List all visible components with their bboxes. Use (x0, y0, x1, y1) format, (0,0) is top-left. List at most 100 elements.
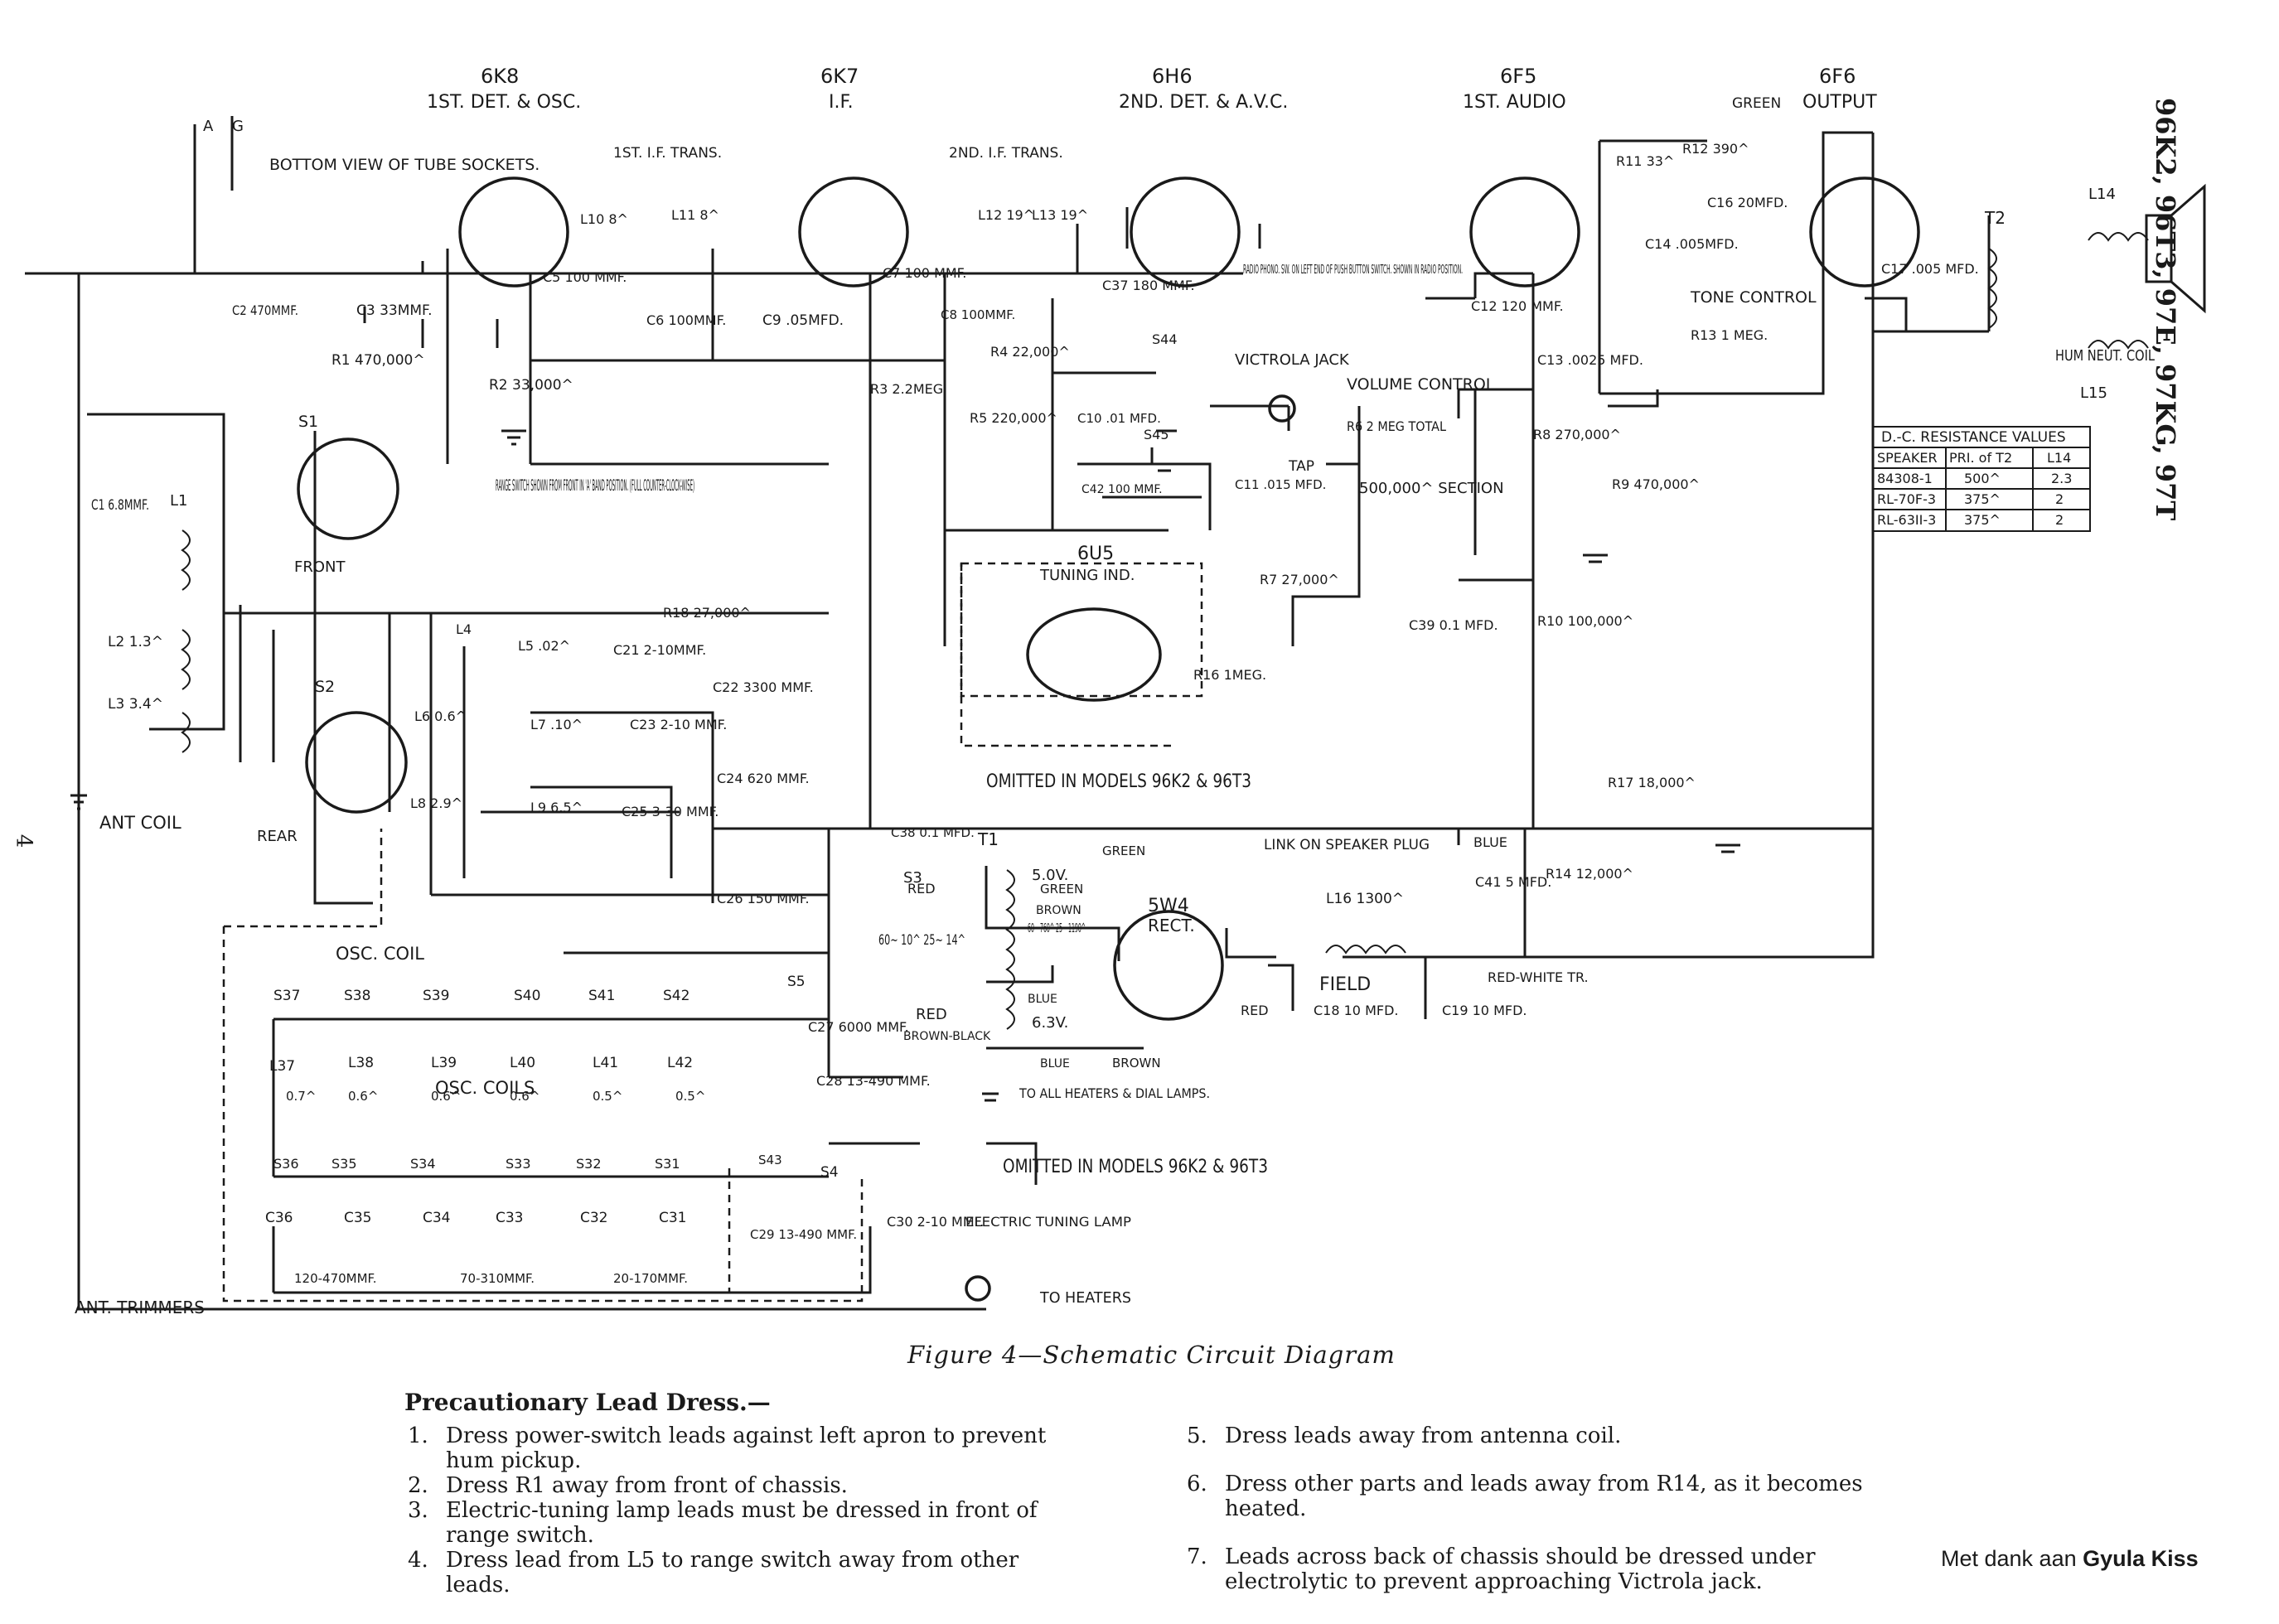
red-label-2: RED (916, 1006, 947, 1023)
table-cell: 84308-1 (1877, 471, 1933, 486)
omitted-note-1: OMITTED IN MODELS 96K2 & 96T3 (986, 771, 1251, 792)
table-cell: 2.3 (2051, 471, 2072, 486)
label-t1: T1 (977, 829, 999, 849)
label-c18: C18 10 MFD. (1314, 1003, 1398, 1018)
label-c29: C29 13-490 MMF. (750, 1227, 857, 1242)
note-number: 2. (408, 1473, 428, 1498)
tap-label: TAP (1288, 458, 1314, 475)
label-c14: C14 .005MFD. (1645, 236, 1739, 252)
blue-label-2: BLUE (1028, 993, 1057, 1006)
schematic-labels: 6K8 1ST. DET. & OSC. 6K7 I.F. 6H6 2ND. D… (75, 65, 2155, 1317)
note-number: 6. (1187, 1472, 1207, 1496)
label-c17: C17 .005 MFD. (1881, 261, 1979, 277)
label-r7: R7 27,000^ (1260, 572, 1339, 587)
green-label: GREEN (1732, 95, 1781, 112)
trimmer-cap-label: C36 (265, 1210, 293, 1226)
osc-coils-label: OSC. COILS (435, 1078, 535, 1098)
note-item: 1.Dress power-switch leads against left … (408, 1423, 1087, 1473)
label-s44: S44 (1152, 331, 1178, 347)
label-l12: L12 19^ (978, 207, 1034, 223)
brown-label-2: BROWN (1112, 1056, 1161, 1071)
trimmer-switch-label: S33 (506, 1156, 531, 1172)
label-c21: C21 2-10MMF. (613, 642, 706, 658)
table-cell: 375^ (1964, 491, 2001, 507)
victrola-jack-label: VICTROLA JACK (1235, 351, 1350, 369)
note-text: Electric-tuning lamp leads must be dress… (446, 1498, 1038, 1548)
note-text: Dress other parts and leads away from R1… (1225, 1472, 1863, 1521)
label-s3: S3 (903, 869, 922, 887)
green-label-2: GREEN (1102, 843, 1145, 858)
t1-5v: 5.0V. (1032, 867, 1068, 884)
label-c23: C23 2-10 MMF. (630, 717, 727, 732)
trimmer-cap-label: C33 (496, 1210, 524, 1226)
table-cell: 375^ (1964, 512, 2001, 528)
note-number: 4. (408, 1548, 428, 1573)
label-r12: R12 390^ (1682, 141, 1749, 157)
label-c16: C16 20MFD. (1707, 195, 1788, 210)
osc-coil-value: 0.6^ (510, 1089, 540, 1104)
osc-switch-label: S37 (273, 988, 300, 1004)
label-r6: R6 2 MEG TOTAL (1347, 418, 1446, 434)
label-c42: C42 100 MMF. (1081, 483, 1163, 496)
label-r10: R10 100,000^ (1537, 613, 1633, 629)
link-speaker-label: LINK ON SPEAKER PLUG (1264, 837, 1430, 853)
note-number: 5. (1187, 1423, 1207, 1448)
note-item: 5.Dress leads away from antenna coil. (1187, 1423, 1875, 1448)
label-l4: L4 (456, 621, 472, 637)
if-trans-1: 1ST. I.F. TRANS. (613, 145, 722, 162)
table-cell: RL-63II-3 (1877, 512, 1936, 528)
label-c19: C19 10 MFD. (1442, 1003, 1527, 1018)
notes-title: Precautionary Lead Dress.— (404, 1389, 771, 1416)
red-white-label: RED-WHITE TR. (1488, 969, 1589, 985)
terminal-g: G (232, 118, 244, 135)
label-l10: L10 8^ (580, 211, 628, 227)
credit-prefix: Met dank aan (1941, 1546, 2077, 1571)
label-c27: C27 6000 MMF. (808, 1019, 909, 1035)
section-label: 500,000^ SECTION (1359, 480, 1504, 497)
label-s5: S5 (787, 974, 806, 990)
note-text: Dress R1 away from front of chassis. (446, 1473, 848, 1498)
osc-coil-value: 0.7^ (286, 1089, 316, 1104)
label-r1: R1 470,000^ (331, 352, 425, 369)
trimmer-switch-label: S31 (655, 1156, 680, 1172)
label-c11: C11 .015 MFD. (1235, 477, 1326, 492)
label-r5: R5 220,000^ (970, 410, 1057, 426)
label-l3: L3 3.4^ (108, 696, 163, 713)
label-c8: C8 100MMF. (941, 307, 1015, 322)
note-item: 4.Dress lead from L5 to range switch awa… (408, 1548, 1087, 1597)
osc-coil-name: L38 (348, 1055, 374, 1071)
label-r11: R11 33^ (1616, 153, 1674, 169)
note-number: 3. (408, 1498, 428, 1523)
osc-coil-name: L39 (431, 1055, 457, 1071)
label-c25: C25 3-30 MMF. (622, 804, 719, 819)
terminal-a: A (203, 118, 214, 135)
notes-list-left: 1.Dress power-switch leads against left … (408, 1423, 1087, 1597)
label-c26: C26 150 MMF. (717, 891, 810, 906)
label-c9: C9 .05MFD. (762, 312, 844, 329)
red-label: RED (907, 881, 936, 897)
trimmer-switch-label: S34 (410, 1156, 436, 1172)
label-r3: R3 2.2MEG (870, 381, 943, 397)
osc-coil-value: 0.6^ (348, 1089, 378, 1104)
table-cell: 2 (2055, 491, 2064, 507)
note-number: 7. (1187, 1544, 1207, 1569)
to-all-heaters-label: TO ALL HEATERS & DIAL LAMPS. (1019, 1085, 1210, 1101)
tube-function: RECT. (1148, 916, 1195, 935)
radio-phono-note: RADIO PHONO. SW. ON LEFT END OF PUSH BUT… (1243, 262, 1463, 277)
note-text: Leads across back of chassis should be d… (1225, 1544, 1816, 1594)
label-l11: L11 8^ (671, 207, 719, 223)
omitted-note-2: OMITTED IN MODELS 96K2 & 96T3 (1003, 1157, 1268, 1177)
coil-symbols (181, 232, 2149, 1030)
range-switch-note: RANGE SWITCH SHOWN FROM FRONT IN 'A' BAN… (496, 476, 694, 495)
tube-function: I.F. (829, 92, 854, 113)
label-c30: C30 2-10 MMF. (887, 1214, 984, 1230)
trimmer-cap-label: C34 (423, 1210, 451, 1226)
table-header-speaker: SPEAKER (1877, 450, 1938, 466)
volume-control-label: VOLUME CONTROL (1347, 375, 1495, 394)
trimmer-cap-label: C35 (344, 1210, 372, 1226)
label-r4: R4 22,000^ (990, 344, 1070, 360)
tube-function: 1ST. AUDIO (1463, 92, 1566, 113)
note-text: Dress power-switch leads against left ap… (446, 1423, 1047, 1473)
osc-switch-label: S42 (663, 988, 690, 1004)
